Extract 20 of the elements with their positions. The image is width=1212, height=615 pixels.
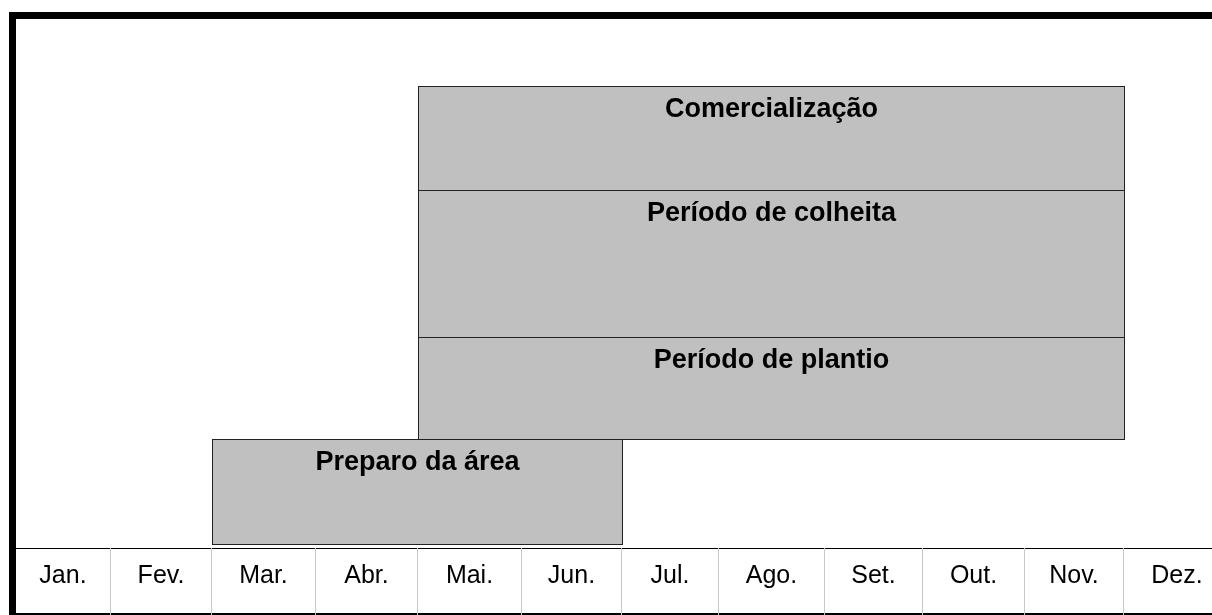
month-label: Ago. — [719, 548, 825, 615]
month-label: Jan. — [16, 548, 111, 615]
timeline-bar — [418, 86, 1125, 191]
month-label: Mai. — [418, 548, 522, 615]
month-label: Set. — [825, 548, 923, 615]
timeline-bar — [418, 190, 1125, 338]
bar-label: Período de plantio — [653, 344, 890, 374]
month-label: Mar. — [212, 548, 316, 615]
month-label: Fev. — [111, 548, 212, 615]
month-label: Nov. — [1025, 548, 1124, 615]
month-label: Jul. — [622, 548, 719, 615]
timeline-bar — [418, 337, 1125, 440]
month-label: Jun. — [522, 548, 622, 615]
month-label: Dez. — [1150, 559, 1204, 590]
month-label: Abr. — [316, 548, 418, 615]
bar-label: Comercialização — [664, 93, 879, 123]
bar-label: Preparo da área — [315, 446, 520, 476]
bar-label: Período de colheita — [646, 197, 897, 227]
month-label: Out. — [923, 548, 1025, 615]
timeline-bar — [212, 439, 623, 545]
